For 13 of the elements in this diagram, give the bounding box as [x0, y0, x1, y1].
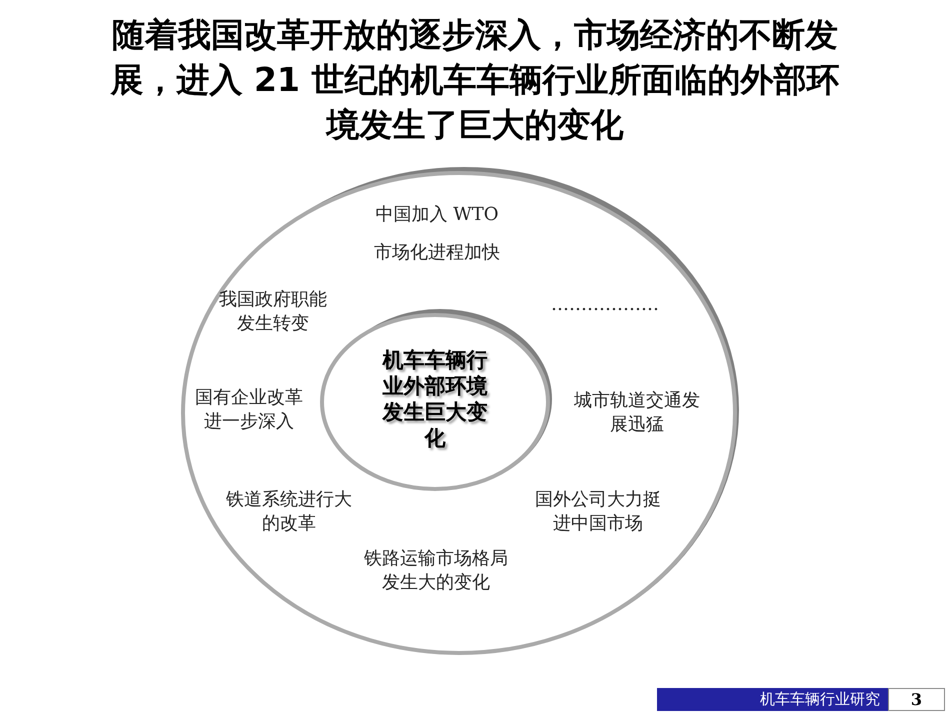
ring-label: 国有企业改革进一步深入 [194, 386, 304, 434]
title: 随着我国改革开放的逐步深入，市场经济的不断发展，进入 21 世纪的机车车辆行业所面临的外部环境发生了巨大的变化 [109, 14, 840, 146]
ring-label: 铁道系统进行大的改革 [225, 488, 353, 536]
ring-label: 中国加入 WTO [374, 203, 500, 227]
ring-label: 市场化进程加快 [373, 241, 501, 265]
ring-label: 铁路运输市场格局发生大的变化 [363, 547, 509, 595]
ring-label: 城市轨道交通发展迅猛 [573, 389, 701, 437]
center-text: 机车车辆行业外部环境发生巨大变化 [381, 347, 488, 451]
ellipsis-text: ……………… [550, 293, 660, 317]
footer-band: 机车车辆行业研究 [657, 688, 888, 711]
page-number: 3 [888, 688, 945, 711]
ring-label: 国外公司大力挺进中国市场 [534, 488, 662, 536]
ring-label: 我国政府职能发生转变 [218, 288, 328, 336]
